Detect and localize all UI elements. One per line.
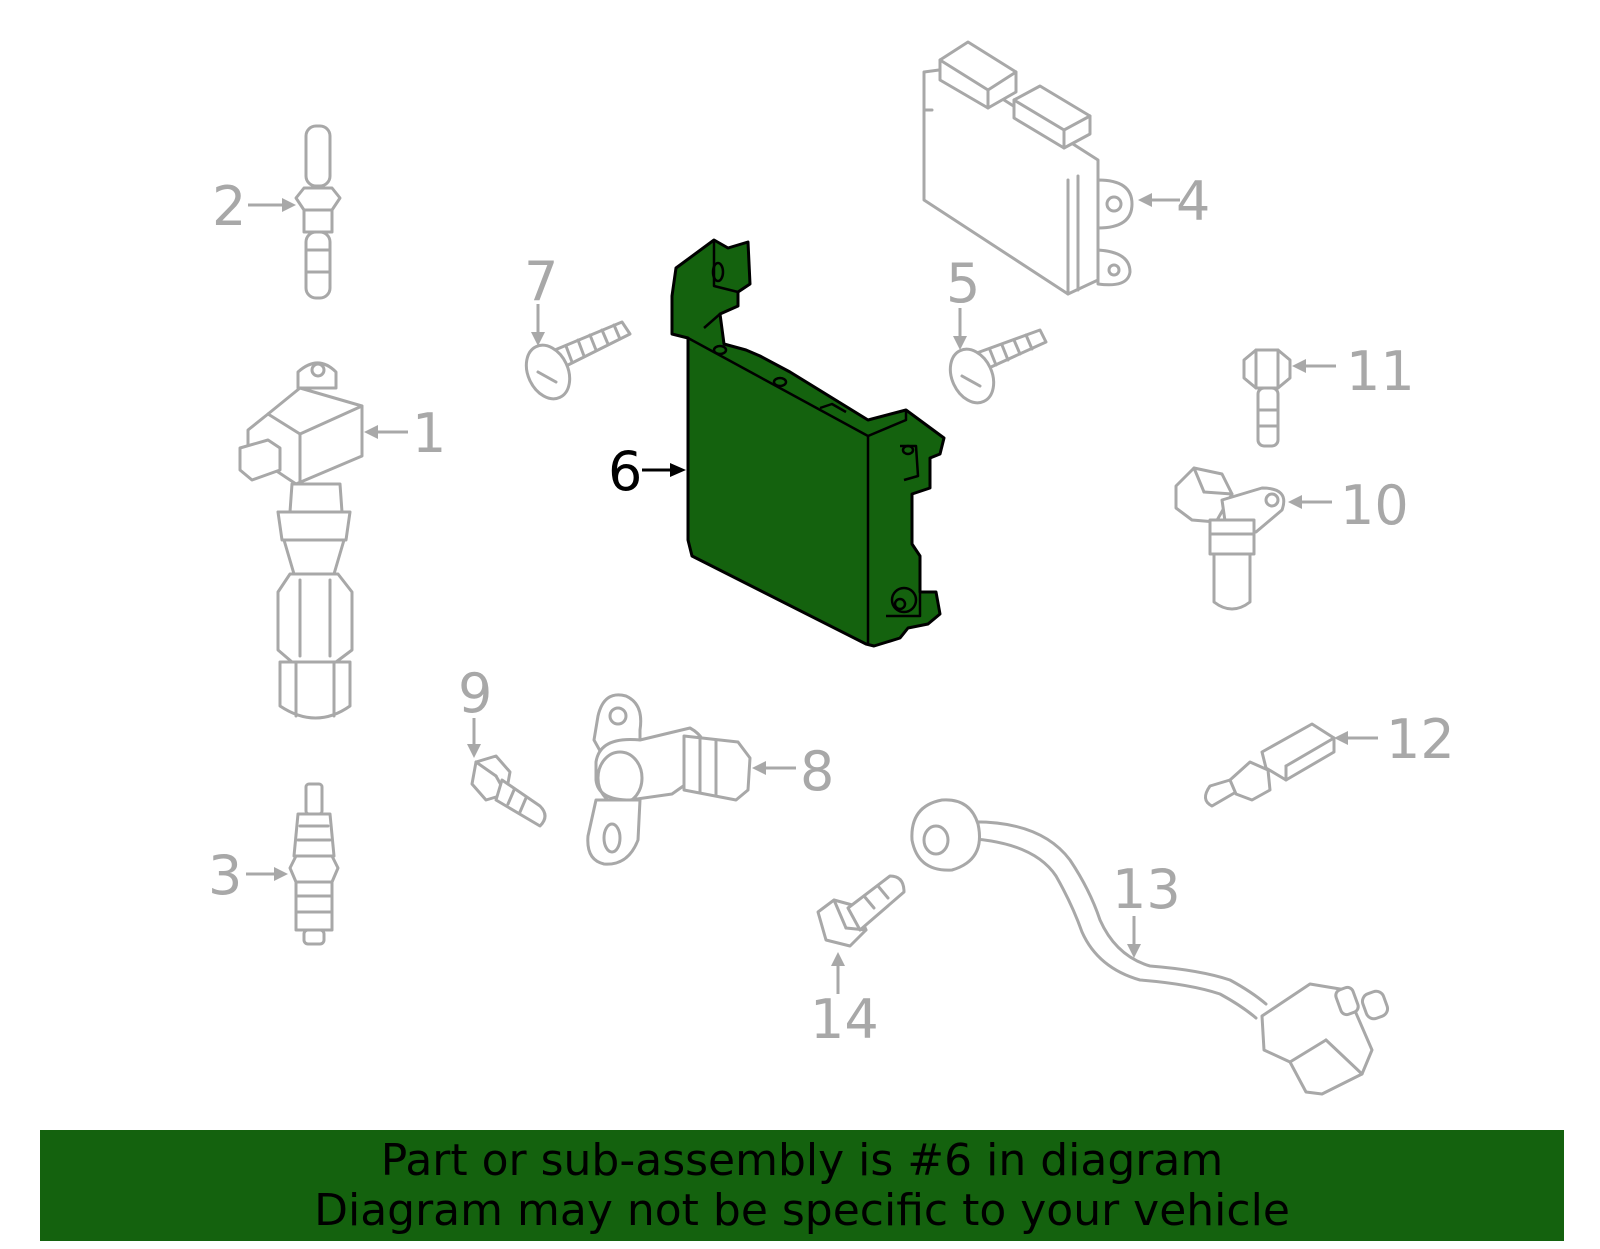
svg-text:11: 11 xyxy=(1346,340,1415,403)
svg-text:8: 8 xyxy=(800,740,834,803)
callout-4: 4 xyxy=(1138,170,1210,233)
svg-text:5: 5 xyxy=(946,252,980,315)
callout-1: 1 xyxy=(364,402,446,465)
svg-text:10: 10 xyxy=(1340,474,1409,537)
callout-5: 5 xyxy=(946,252,980,350)
callout-12: 12 xyxy=(1334,708,1455,771)
svg-text:14: 14 xyxy=(810,988,879,1051)
callout-13: 13 xyxy=(1112,858,1181,958)
svg-text:9: 9 xyxy=(458,662,492,725)
callout-11: 11 xyxy=(1292,340,1415,403)
svg-text:12: 12 xyxy=(1386,708,1455,771)
part-2-spark-plug[interactable] xyxy=(294,124,342,300)
svg-text:4: 4 xyxy=(1176,170,1210,233)
svg-text:6: 6 xyxy=(608,440,642,503)
parts-diagram: 2 1 3 xyxy=(208,40,1455,1096)
part-5-screw[interactable] xyxy=(942,328,1048,410)
svg-text:3: 3 xyxy=(208,844,242,907)
part-6-bracket-highlighted[interactable] xyxy=(670,238,946,648)
svg-text:13: 13 xyxy=(1112,858,1181,921)
banner-line-1: Part or sub-assembly is #6 in diagram xyxy=(380,1134,1224,1186)
part-13-knock-sensor[interactable] xyxy=(910,798,1390,1096)
callout-9: 9 xyxy=(458,662,492,758)
part-4-module[interactable] xyxy=(922,40,1134,296)
banner-line-2: Diagram may not be specific to your vehi… xyxy=(314,1184,1290,1236)
callout-14: 14 xyxy=(810,952,879,1051)
part-1-ignition-coil[interactable] xyxy=(238,361,364,720)
callout-10: 10 xyxy=(1288,474,1409,537)
part-11-bolt[interactable] xyxy=(1242,348,1292,448)
callout-7: 7 xyxy=(524,250,558,346)
part-3-spark-plug[interactable] xyxy=(288,782,340,946)
callout-3: 3 xyxy=(208,844,288,907)
part-10-sensor[interactable] xyxy=(1174,466,1286,611)
part-14-bolt[interactable] xyxy=(816,874,906,948)
info-banner: Part or sub-assembly is #6 in diagram Di… xyxy=(40,1130,1564,1241)
part-8-sensor[interactable] xyxy=(586,693,752,866)
part-12-sensor[interactable] xyxy=(1204,722,1336,808)
callout-2: 2 xyxy=(212,175,296,238)
bracket-body xyxy=(670,238,946,648)
svg-text:2: 2 xyxy=(212,175,246,238)
callout-8: 8 xyxy=(752,740,834,803)
part-9-bolt[interactable] xyxy=(470,754,547,828)
svg-text:1: 1 xyxy=(412,402,446,465)
callout-6: 6 xyxy=(608,440,686,503)
part-7-screw[interactable] xyxy=(518,320,632,406)
svg-text:7: 7 xyxy=(524,250,558,313)
